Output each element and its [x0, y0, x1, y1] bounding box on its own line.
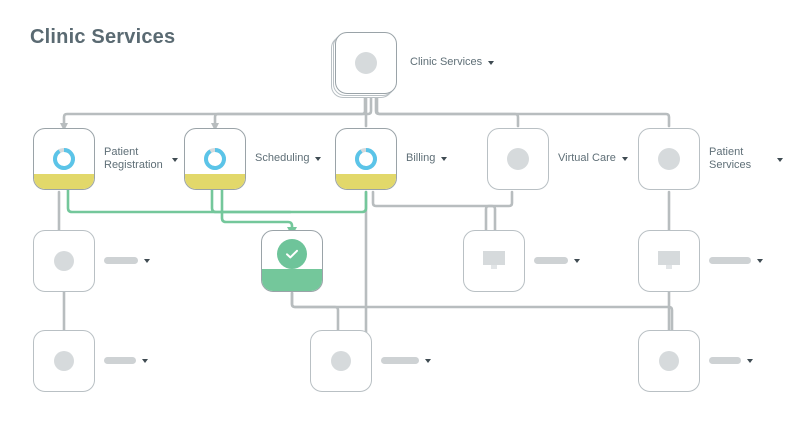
node-label-billing[interactable]: Billing [406, 152, 448, 165]
placeholder-label-pill [104, 257, 138, 264]
node-row3-left-inner [34, 331, 94, 391]
monitor-screen [483, 251, 505, 265]
node-label-text: Patient Registration [104, 146, 163, 171]
chevron-down-icon[interactable] [144, 259, 150, 263]
node-row3-left[interactable] [33, 330, 95, 392]
node-patient-services[interactable] [638, 128, 700, 190]
page-title: Clinic Services [30, 26, 176, 48]
status-bar-green [262, 269, 322, 291]
monitor-icon [658, 251, 680, 271]
node-label-row2-monitor-center[interactable] [534, 257, 580, 264]
edge-approved-to-row3-right [290, 291, 674, 334]
edge-billing-to-row2-monitor-center [371, 190, 497, 234]
node-virtual-care[interactable] [487, 128, 549, 190]
dot-icon [355, 52, 377, 74]
chevron-down-icon[interactable] [488, 61, 495, 65]
edge-root-to-patient-services [375, 94, 671, 128]
spinner-icon [202, 146, 228, 172]
node-label-row2-monitor-right[interactable] [709, 257, 763, 264]
node-label-scheduling[interactable]: Scheduling [255, 152, 322, 165]
node-row2-left[interactable] [33, 230, 95, 292]
node-label-patient-services[interactable]: Patient Services [709, 146, 783, 172]
spinner-icon [51, 146, 77, 172]
dot-icon [331, 351, 351, 371]
node-virtual-care-inner [488, 129, 548, 189]
edge-root-to-virtual-care [374, 94, 520, 128]
dot-icon [658, 148, 680, 170]
placeholder-label-pill [534, 257, 568, 264]
node-label-text: Billing [406, 152, 436, 164]
node-row2-left-inner [34, 231, 94, 291]
placeholder-label-pill [709, 257, 751, 264]
node-label-text: Scheduling [255, 152, 310, 164]
chevron-down-icon[interactable] [757, 259, 763, 263]
node-label-row2-left[interactable] [104, 257, 150, 264]
dot-icon [54, 251, 74, 271]
node-row3-center-inner [311, 331, 371, 391]
monitor-screen [658, 251, 680, 265]
placeholder-label-pill [381, 357, 419, 364]
node-label-virtual-care[interactable]: Virtual Care [558, 152, 628, 165]
node-label-text: Virtual Care [558, 152, 616, 164]
node-scheduling[interactable] [184, 128, 246, 190]
edge-virtual-care-to-row2-monitor-center [484, 190, 514, 234]
chevron-down-icon[interactable] [441, 157, 448, 161]
edge-root-to-patient-registration [62, 94, 367, 128]
node-row3-center[interactable] [310, 330, 372, 392]
chevron-down-icon[interactable] [315, 157, 322, 161]
chevron-down-icon[interactable] [574, 259, 580, 263]
placeholder-label-pill [709, 357, 741, 364]
chevron-down-icon[interactable] [621, 157, 628, 161]
edge-root-to-scheduling [213, 94, 373, 128]
node-row3-right-inner [639, 331, 699, 391]
node-label-clinic-services[interactable]: Clinic Services [410, 56, 495, 69]
node-row2-monitor-center[interactable] [463, 230, 525, 292]
node-patient-services-inner [639, 129, 699, 189]
node-clinic-services-inner [336, 33, 396, 93]
chevron-down-icon[interactable] [142, 359, 148, 363]
monitor-icon [483, 251, 505, 271]
dot-icon [659, 351, 679, 371]
node-label-text: Clinic Services [410, 56, 483, 68]
node-row2-monitor-right-inner [639, 231, 699, 291]
edge-approved-to-row3-center [290, 291, 340, 334]
status-bar-yellow [185, 174, 245, 189]
node-label-row3-left[interactable] [104, 357, 148, 364]
node-scheduling-inner [185, 129, 245, 189]
placeholder-label-pill [104, 357, 136, 364]
chevron-down-icon[interactable] [747, 359, 753, 363]
node-label-patient-registration[interactable]: Patient Registration [104, 146, 178, 172]
edge-green-registration-to-billing [66, 188, 368, 214]
chevron-down-icon[interactable] [425, 359, 431, 363]
edge-green-scheduling-to-approved [220, 188, 294, 232]
edge-green-scheduling-left-branch [210, 188, 292, 214]
node-row3-right[interactable] [638, 330, 700, 392]
node-label-row3-right[interactable] [709, 357, 753, 364]
check-circle-icon [277, 238, 307, 269]
node-patient-registration[interactable] [33, 128, 95, 190]
chevron-down-icon[interactable] [777, 157, 783, 162]
chevron-down-icon[interactable] [172, 157, 178, 162]
dot-icon [507, 148, 529, 170]
node-label-text: Patient Services [709, 146, 752, 171]
node-billing-inner [336, 129, 396, 189]
node-patient-registration-inner [34, 129, 94, 189]
dot-icon [54, 351, 74, 371]
monitor-stand [491, 265, 497, 269]
node-clinic-services[interactable] [335, 32, 397, 94]
node-label-row3-center[interactable] [381, 357, 431, 364]
monitor-stand [666, 265, 672, 269]
spinner-icon [353, 146, 379, 172]
node-billing[interactable] [335, 128, 397, 190]
status-bar-yellow [34, 174, 94, 189]
node-row2-monitor-center-inner [464, 231, 524, 291]
node-row2-monitor-right[interactable] [638, 230, 700, 292]
node-row2-approved-inner [262, 231, 322, 276]
node-row2-approved[interactable] [261, 230, 323, 292]
status-bar-yellow [336, 174, 396, 189]
edge-layer-green [66, 188, 368, 232]
